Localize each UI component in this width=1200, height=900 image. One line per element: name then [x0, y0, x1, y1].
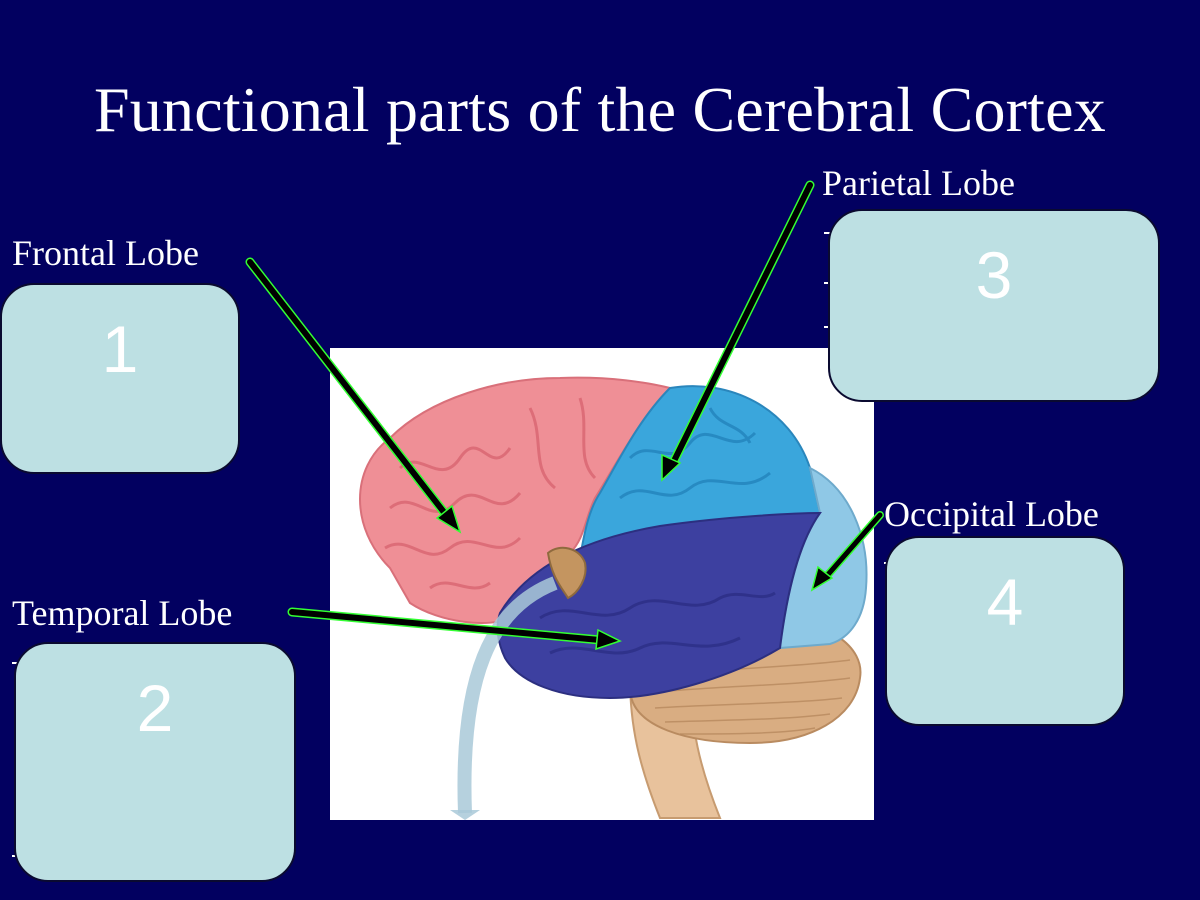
answer-box-4: 4 — [885, 536, 1125, 726]
hidden-text-stub — [824, 282, 830, 284]
brain-illustration — [330, 348, 874, 820]
slide-title: Functional parts of the Cerebral Cortex — [94, 74, 1106, 145]
hidden-text-stub — [824, 232, 830, 234]
answer-box-3: 3 — [828, 209, 1160, 402]
answer-box-2: 2 — [14, 642, 296, 882]
insula-structure — [546, 546, 587, 600]
occipital-lobe-label: Occipital Lobe — [884, 494, 1099, 534]
parietal-lobe-label: Parietal Lobe — [822, 163, 1015, 203]
hidden-text-stub — [824, 326, 830, 328]
brain-image — [359, 376, 868, 820]
curved-pointer — [457, 576, 558, 814]
hidden-text-stub — [12, 662, 18, 664]
temporal-lobe-label: Temporal Lobe — [12, 593, 233, 633]
frontal-lobe-label: Frontal Lobe — [12, 233, 199, 273]
answer-box-1: 1 — [0, 283, 240, 474]
